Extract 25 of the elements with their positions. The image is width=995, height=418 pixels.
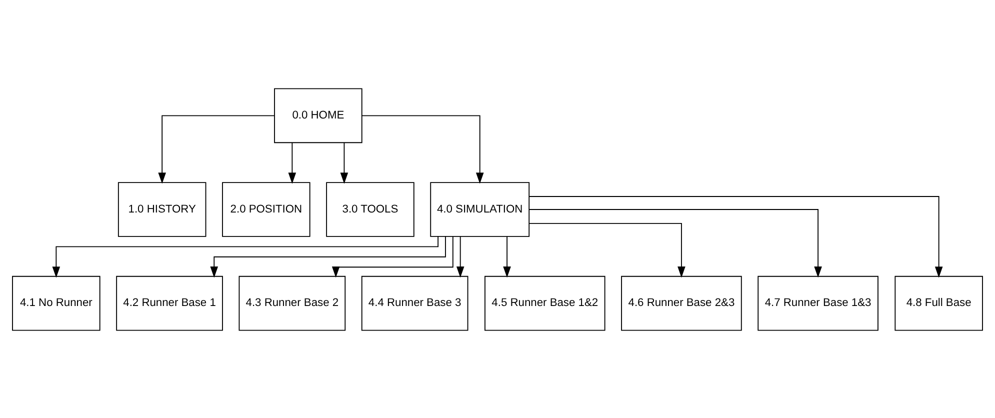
node-box: 1.0 HISTORY — [118, 182, 206, 236]
node-box: 4.6 Runner Base 2&3 — [621, 275, 742, 330]
node-box: 3.0 TOOLS — [326, 182, 414, 236]
arrow — [528, 196, 943, 278]
arrow — [361, 114, 484, 184]
node-box: 4.5 Runner Base 1&2 — [484, 275, 606, 330]
arrow — [52, 236, 438, 278]
node-box: 4.1 No Runner — [12, 275, 100, 330]
arrow — [528, 222, 686, 278]
arrow — [210, 236, 446, 278]
arrow — [503, 236, 511, 278]
node-box: 4.7 Runner Base 1&3 — [758, 275, 878, 330]
node-box: 0.0 HOME — [274, 88, 362, 143]
node-box: 4.8 Full Base — [894, 275, 983, 330]
node-box: 4.4 Runner Base 3 — [361, 275, 468, 330]
node-box: 2.0 POSITION — [222, 182, 310, 236]
arrow — [158, 114, 275, 184]
arrow — [332, 236, 454, 278]
arrow — [340, 142, 348, 184]
arrow — [456, 236, 464, 278]
node-box: 4.2 Runner Base 1 — [116, 275, 223, 330]
node-box: 4.0 SIMULATION — [430, 182, 530, 236]
node-box: 4.3 Runner Base 2 — [238, 275, 346, 330]
arrow — [288, 142, 296, 184]
arrow — [528, 208, 822, 278]
